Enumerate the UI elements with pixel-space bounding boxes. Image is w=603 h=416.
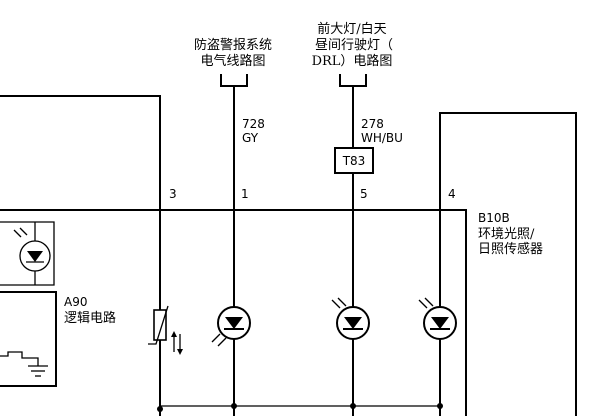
module-a90-code: A90 (64, 295, 87, 309)
photodiode-pin1-icon (211, 306, 251, 347)
wire-pin4-feed (439, 112, 577, 416)
photodiode-pin5-icon (331, 297, 370, 340)
module-b10b-code: B10B (478, 211, 510, 225)
ref-headlamp-line3: DRL）电路图 (312, 53, 393, 69)
thermistor-icon (148, 305, 183, 355)
module-b10b-outline (0, 209, 467, 416)
ref-bracket-headlamp (339, 74, 367, 87)
wire-pin3-feed (0, 95, 161, 210)
wire-728-id: 728 (242, 117, 265, 131)
ref-headlamp-line2: 昼间行驶灯（ (315, 38, 393, 53)
pin-1-label: 1 (241, 187, 249, 201)
ground-icon (0, 351, 48, 377)
photodiode-left-icon (13, 222, 51, 285)
module-b10b-line1: 环境光照/ (478, 227, 535, 242)
wire-278-color: WH/BU (361, 131, 403, 145)
module-a90-outline (0, 291, 57, 387)
wire-278-id: 278 (361, 117, 384, 131)
ref-theft-alarm-line1: 防盗警报系统 (194, 37, 272, 53)
connector-t83-label: T83 (342, 154, 366, 168)
module-a90-line1: 逻辑电路 (64, 310, 116, 326)
photodiode-box (0, 221, 55, 286)
photodiode-pin4-icon (418, 297, 457, 340)
wire-728-color: GY (242, 131, 259, 145)
ref-bracket-theft (220, 74, 248, 87)
connector-t83 (334, 147, 374, 174)
ref-theft-alarm-line2: 电气线路图 (200, 53, 265, 69)
pin-4-label: 4 (448, 187, 456, 201)
splice-pin3 (157, 406, 163, 412)
pin-3-label: 3 (169, 187, 177, 201)
ref-headlamp-line1: 前大灯/白天 (317, 21, 386, 37)
module-b10b-line2: 日照传感器 (478, 241, 543, 257)
pin-5-label: 5 (360, 187, 368, 201)
